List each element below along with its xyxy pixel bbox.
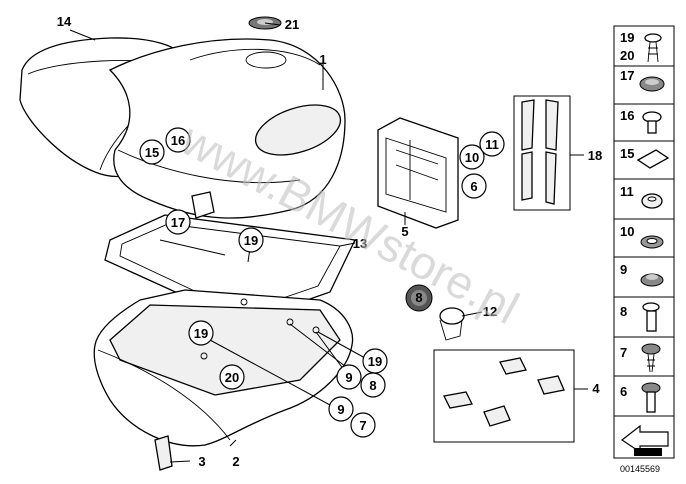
callout-19c: 19 — [368, 354, 382, 369]
legend-9: 9 — [620, 262, 627, 277]
document-id: 00145569 — [620, 464, 660, 474]
callout-14: 14 — [57, 14, 72, 29]
legend-20: 20 — [620, 48, 634, 63]
legend-6: 6 — [620, 384, 627, 399]
callout-11: 11 — [485, 137, 499, 152]
plug-module — [377, 117, 459, 229]
legend-19: 19 — [620, 30, 634, 45]
callout-10: 10 — [465, 150, 479, 165]
callout-8b: 8 — [415, 290, 422, 305]
legend-17: 17 — [620, 68, 634, 83]
callout-2: 2 — [232, 454, 239, 469]
legend-7: 7 — [620, 345, 627, 360]
spacer-9-icon — [640, 273, 664, 287]
arrow-symbol-icon — [620, 424, 669, 456]
callout-19a: 19 — [244, 233, 258, 248]
screw-16-icon — [642, 111, 662, 134]
callout-6: 6 — [470, 179, 477, 194]
legend-16: 16 — [620, 108, 634, 123]
callout-5: 5 — [401, 224, 408, 239]
grommet — [405, 284, 433, 312]
legend-8: 8 — [620, 304, 627, 319]
legend-15: 15 — [620, 146, 634, 161]
callout-4: 4 — [592, 381, 600, 396]
callout-21: 21 — [285, 17, 299, 32]
callout-8a: 8 — [369, 378, 376, 393]
pads-box — [433, 349, 575, 443]
callout-1: 1 — [319, 52, 326, 67]
top-case-lid — [108, 38, 346, 219]
callout-circles — [139, 127, 505, 438]
bolt-8-icon — [642, 302, 660, 332]
callout-7: 7 — [359, 418, 366, 433]
callout-13: 13 — [353, 236, 367, 251]
callout-18: 18 — [588, 148, 602, 163]
callout-12: 12 — [483, 304, 497, 319]
callout-labels: 14 21 1 15 16 17 19 13 19 20 19 9 8 9 7 … — [57, 14, 602, 469]
callout-17: 17 — [171, 215, 185, 230]
screw-19-20-icon — [644, 33, 662, 63]
cover-plate — [154, 435, 173, 471]
nut-11-icon — [641, 193, 663, 209]
callout-3: 3 — [198, 454, 205, 469]
washer-10-icon — [640, 235, 664, 249]
callout-16: 16 — [171, 133, 185, 148]
strips-box — [513, 95, 571, 211]
plug-cap-17-icon — [639, 76, 665, 92]
connector — [439, 307, 465, 341]
callout-15: 15 — [145, 145, 159, 160]
callout-20: 20 — [225, 370, 239, 385]
legend-10: 10 — [620, 224, 634, 239]
legend-11: 11 — [620, 184, 634, 199]
callout-9a: 9 — [345, 370, 352, 385]
clip-nut-15-icon — [636, 149, 670, 169]
fastener-legend: 19 20 17 16 15 11 10 9 8 7 6 — [613, 25, 675, 459]
screw-7-icon — [641, 343, 661, 373]
bolt-6-icon — [641, 382, 661, 413]
callout-9b: 9 — [337, 402, 344, 417]
callout-19b: 19 — [194, 326, 208, 341]
